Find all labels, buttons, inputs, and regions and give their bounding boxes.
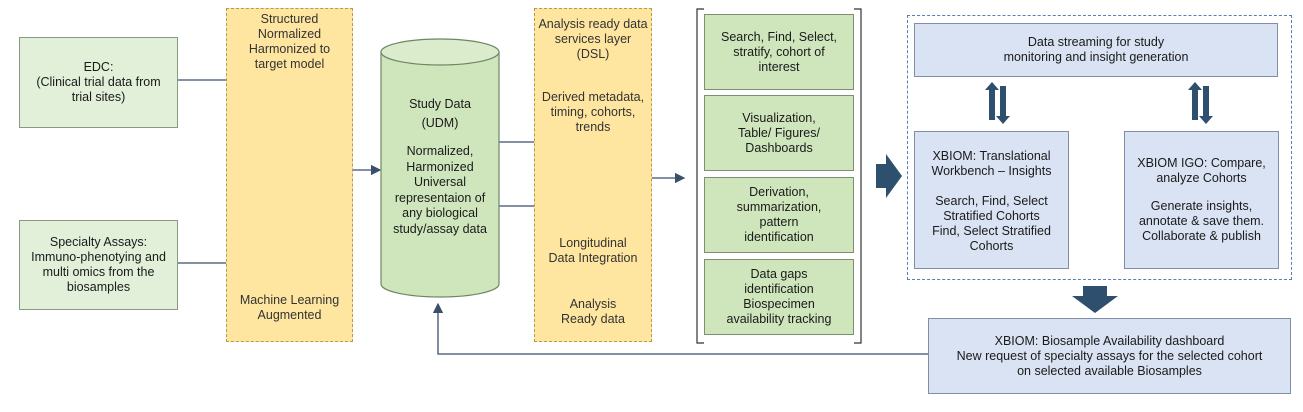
service-line: summarization,: [736, 200, 822, 214]
udm-body-line: any biological: [402, 206, 478, 220]
panel1-line: Structured: [260, 12, 319, 26]
panel1-line: Normalized: [257, 27, 322, 41]
panel1-line: Machine Learning: [239, 293, 340, 307]
dsl-line: trends: [575, 120, 611, 134]
service-line: pattern: [759, 215, 799, 229]
streaming-line: Data streaming for study: [1027, 35, 1165, 49]
panel1-line: Harmonized to: [248, 42, 331, 56]
bidirectional-arrow-icon: [1188, 82, 1213, 124]
service-derivation-box: Derivation, summarization, pattern ident…: [704, 177, 854, 253]
dsl-text-c: Longitudinal Data Integration: [534, 236, 652, 266]
harmonization-bottom-text: Machine Learning Augmented: [226, 293, 353, 323]
streaming-line: monitoring and insight generation: [1003, 50, 1189, 64]
workbench-line: Search, Find, Select: [935, 194, 1048, 208]
dsl-text-b: Derived metadata, timing, cohorts, trend…: [534, 90, 652, 135]
data-streaming-box: Data streaming for study monitoring and …: [914, 23, 1278, 77]
dsl-line: Ready data: [561, 312, 625, 326]
udm-body-line: study/assay data: [393, 221, 487, 236]
service-line: Biospecimen: [743, 297, 815, 311]
udm-body-line: Universal: [413, 175, 467, 189]
specialty-assays-box: Specialty Assays: Immuno-phenotying and …: [19, 220, 178, 310]
harmonization-top-text: Structured Normalized Harmonized to targ…: [226, 12, 353, 72]
dsl-line: (DSL): [576, 47, 610, 61]
service-line: availability tracking: [726, 312, 832, 326]
workbench-line: XBIOM: Translational: [932, 149, 1051, 163]
panel1-line: target model: [254, 57, 325, 71]
udm-title: Study Data: [409, 97, 471, 111]
service-line: Table/ Figures/: [738, 125, 820, 140]
dsl-line: services layer: [554, 32, 632, 46]
udm-body-line: Normalized,: [406, 144, 474, 158]
dsl-line: Analysis: [569, 297, 617, 311]
service-line: identification: [744, 282, 814, 296]
dsl-line: Analysis ready data: [538, 17, 648, 31]
udm-text: Study Data (UDM) Normalized, Harmonized …: [381, 97, 499, 237]
service-line: stratify, cohort of: [733, 44, 825, 59]
udm-cylinder: [380, 38, 500, 298]
igo-line: Generate insights,: [1150, 199, 1253, 213]
biosample-line: XBIOM: Biosample Availability dashboard: [994, 333, 1225, 348]
panel1-line: Augmented: [257, 308, 322, 322]
service-line: identification: [744, 230, 814, 244]
dsl-line: Data Integration: [548, 251, 638, 265]
biosample-line: on selected available Biosamples: [1017, 363, 1202, 378]
service-line: interest: [758, 59, 800, 74]
service-line: Derivation,: [749, 185, 809, 199]
dsl-line: timing, cohorts,: [550, 105, 636, 119]
dsl-text-d: Analysis Ready data: [534, 297, 652, 327]
assays-line: biosamples: [66, 280, 131, 294]
services-bracket-left: [696, 8, 704, 344]
service-line: Search, Find, Select,: [720, 29, 838, 44]
udm-body-line: representaion of: [394, 190, 486, 205]
workbench-line: Stratified Cohorts: [943, 209, 1040, 223]
udm-body-line: Harmonized: [406, 159, 474, 174]
bidirectional-arrow-icon: [985, 82, 1010, 124]
igo-line: analyze Cohorts: [1156, 171, 1247, 185]
dsl-line: Derived metadata,: [541, 90, 645, 104]
igo-line: XBIOM IGO: Compare,: [1137, 156, 1266, 170]
igo-line: Collaborate & publish: [1142, 229, 1261, 243]
service-line: Data gaps: [750, 267, 808, 281]
workbench-box: XBIOM: Translational Workbench – Insight…: [914, 131, 1069, 269]
workbench-line: Workbench – Insights: [931, 164, 1052, 178]
service-visualization-box: Visualization, Table/ Figures/ Dashboard…: [704, 95, 854, 171]
service-line: Visualization,: [742, 110, 816, 125]
edc-source-box: EDC: (Clinical trial data from trial sit…: [19, 37, 178, 128]
workbench-line: Cohorts: [969, 239, 1014, 253]
dsl-line: Longitudinal: [559, 236, 627, 250]
workbench-line: Find, Select Stratified: [932, 224, 1051, 238]
edc-line: EDC:: [83, 60, 114, 74]
service-line: Dashboards: [745, 140, 813, 155]
dsl-panel: [534, 8, 652, 342]
service-search-box: Search, Find, Select, stratify, cohort o…: [704, 14, 854, 90]
harmonization-panel: [226, 8, 353, 342]
igo-box: XBIOM IGO: Compare, analyze Cohorts Gene…: [1124, 131, 1279, 269]
assays-line: multi omics from the: [42, 265, 155, 279]
insights-frame: [907, 15, 1292, 280]
edc-line: (Clinical trial data from: [36, 75, 161, 89]
dsl-text-a: Analysis ready data services layer (DSL): [534, 17, 652, 62]
biosample-dashboard-box: XBIOM: Biosample Availability dashboard …: [928, 318, 1291, 394]
assays-line: Immuno-phenotying and: [31, 250, 166, 264]
feedback-connector: [432, 302, 928, 355]
biosample-line: New request of specialty assays for the …: [956, 348, 1263, 363]
assays-line: Specialty Assays:: [49, 235, 148, 249]
big-down-arrow-icon: [1072, 286, 1118, 313]
edc-line: trial sites): [71, 90, 126, 104]
services-bracket-right: [854, 8, 862, 344]
big-right-arrow-icon: [876, 154, 902, 198]
udm-subtitle: (UDM): [421, 115, 459, 130]
igo-line: annotate & save them.: [1138, 214, 1265, 228]
service-datagaps-box: Data gaps identification Biospecimen ava…: [704, 259, 854, 335]
